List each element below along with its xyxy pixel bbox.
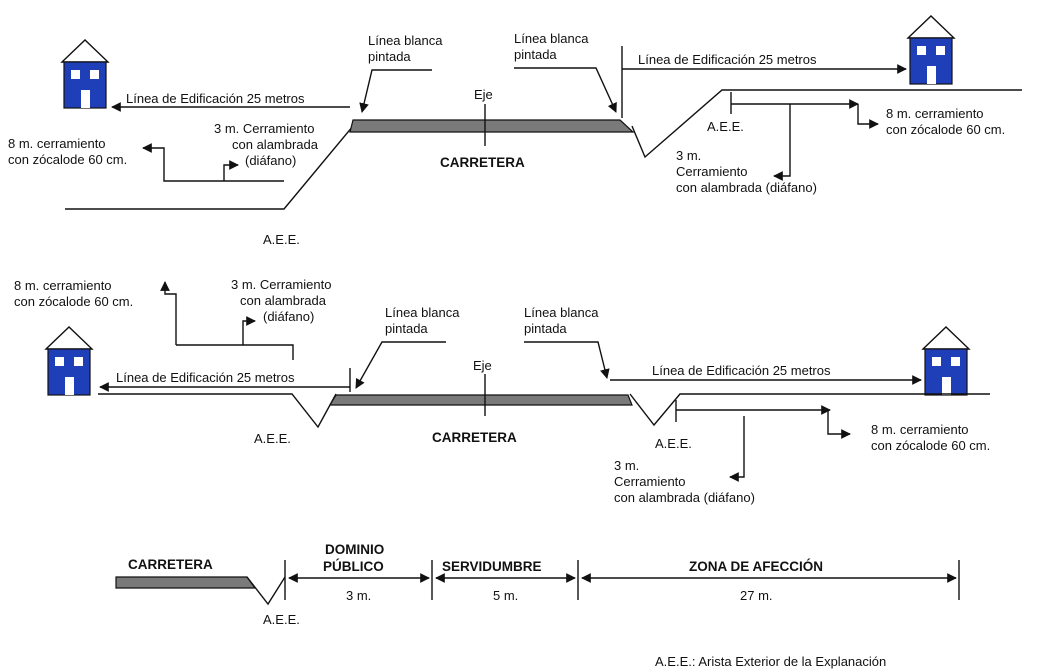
diagram-3: CARRETERA A.E.E. DOMINIO PÚBLICO 3 m. SE… (115, 542, 960, 627)
road-surface (328, 394, 633, 406)
linea-blanca-arrow-left (355, 341, 446, 389)
linea-blanca-right-2: pintada (524, 321, 567, 336)
cerramiento3-left-1: 3 m. Cerramiento (214, 121, 314, 136)
cerramiento3-arrow-left (223, 160, 239, 181)
dominio-distance: 3 m. (346, 588, 371, 603)
cerramiento3-left-3: (diáfano) (245, 153, 296, 168)
cerramiento8-right-2: con zócalode 60 cm. (886, 122, 1005, 137)
footnote: A.E.E.: Arista Exterior de la Explanació… (655, 654, 886, 669)
linea-blanca-arrow-left (359, 69, 432, 113)
edificacion-label-right: Línea de Edificación 25 metros (638, 52, 817, 67)
cerramiento3-left-3: (diáfano) (263, 309, 314, 324)
linea-blanca-left-2: pintada (368, 49, 411, 64)
cerramiento8-arrow-right (857, 104, 879, 129)
terrain-right (629, 393, 990, 427)
dominio-label-2: PÚBLICO (323, 559, 384, 574)
cerramiento8-right-1: 8 m. cerramiento (871, 422, 969, 437)
cerramiento3-right-3: con alambrada (diáfano) (614, 490, 755, 505)
edificacion-label-right: Línea de Edificación 25 metros (652, 363, 831, 378)
aee-left: A.E.E. (263, 232, 300, 247)
cerramiento3-left-2: con alambrada (240, 293, 327, 308)
aee-label: A.E.E. (263, 612, 300, 627)
cerramiento8-arrow-right (827, 410, 851, 439)
cerramiento3-arrow-right (773, 104, 791, 181)
linea-blanca-left-2: pintada (385, 321, 428, 336)
linea-blanca-left-1: Línea blanca (385, 305, 460, 320)
edificacion-label-left: Línea de Edificación 25 metros (116, 370, 295, 385)
cerramiento8-left-2: con zócalode 60 cm. (8, 152, 127, 167)
house-icon (45, 326, 93, 396)
house-icon (922, 326, 970, 396)
cerramiento3-arrow-left (242, 316, 256, 345)
linea-blanca-left-1: Línea blanca (368, 33, 443, 48)
cerramiento-span-left (176, 344, 294, 360)
house-icon (907, 15, 955, 85)
terrain-right (631, 89, 1022, 159)
linea-blanca-right-1: Línea blanca (524, 305, 599, 320)
cerramiento8-left-2: con zócalode 60 cm. (14, 294, 133, 309)
aee-right: A.E.E. (707, 119, 744, 134)
cerramiento3-right-1: 3 m. (676, 148, 701, 163)
cerramiento3-right-2: Cerramiento (676, 164, 748, 179)
cerramiento3-arrow-right (729, 416, 745, 482)
linea-blanca-right-1: Línea blanca (514, 31, 589, 46)
road-surface (349, 119, 635, 133)
carretera-label: CARRETERA (432, 430, 517, 445)
terrain-left (65, 125, 354, 210)
servidumbre-distance: 5 m. (493, 588, 518, 603)
cerramiento3-right-3: con alambrada (diáfano) (676, 180, 817, 195)
aee-left: A.E.E. (254, 431, 291, 446)
diagram-2: Eje CARRETERA Línea de Edificación 25 me… (14, 277, 990, 505)
eje-label: Eje (474, 87, 493, 102)
afeccion-label: ZONA DE AFECCIÓN (689, 559, 823, 574)
linea-blanca-arrow-right (514, 67, 617, 113)
servidumbre-label: SERVIDUMBRE (442, 559, 542, 574)
linea-blanca-right-2: pintada (514, 47, 557, 62)
linea-blanca-arrow-right (524, 341, 610, 379)
edificacion-label-left: Línea de Edificación 25 metros (126, 91, 305, 106)
ditch (246, 576, 286, 606)
cerramiento3-right-2: Cerramiento (614, 474, 686, 489)
afeccion-distance: 27 m. (740, 588, 773, 603)
house-icon (61, 39, 109, 109)
cerramiento3-left-2: con alambrada (232, 137, 319, 152)
eje-label: Eje (473, 358, 492, 373)
aee-right: A.E.E. (655, 436, 692, 451)
cerramiento8-left-1: 8 m. cerramiento (14, 278, 112, 293)
road-surface (115, 576, 257, 589)
dominio-label-1: DOMINIO (325, 542, 384, 557)
cerramiento3-right-1: 3 m. (614, 458, 639, 473)
terrain-left (98, 393, 337, 429)
cerramiento3-left-1: 3 m. Cerramiento (231, 277, 331, 292)
diagram-1: Eje CARRETERA Línea de Edificación 25 me… (8, 15, 1022, 247)
cerramiento8-right-2: con zócalode 60 cm. (871, 438, 990, 453)
cerramiento8-right-1: 8 m. cerramiento (886, 106, 984, 121)
cerramiento8-left-1: 8 m. cerramiento (8, 136, 106, 151)
carretera-label: CARRETERA (440, 155, 525, 170)
cerramiento8-arrow-left (160, 281, 177, 345)
carretera-label: CARRETERA (128, 557, 213, 572)
